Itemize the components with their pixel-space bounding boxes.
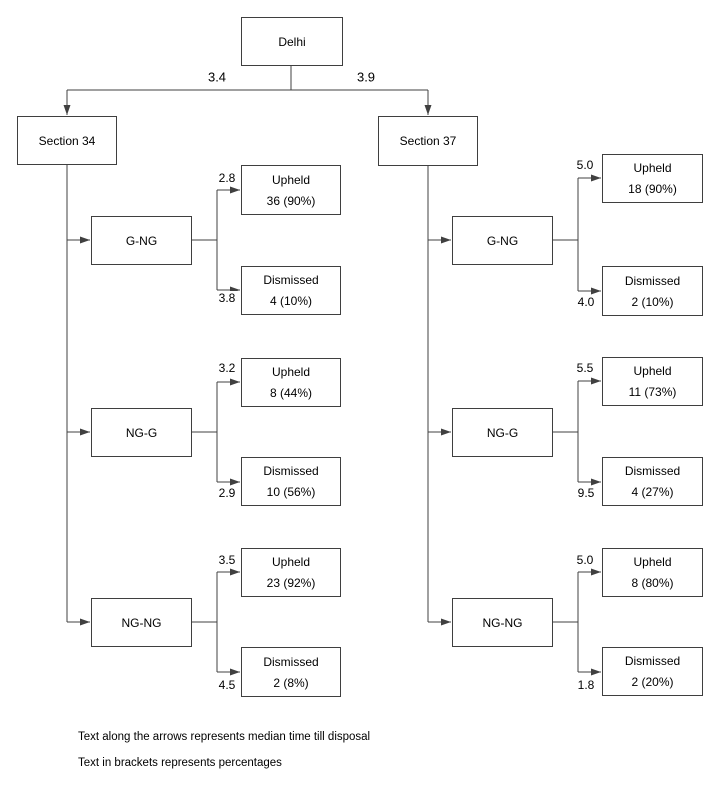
outcome-label: Dismissed bbox=[624, 654, 681, 669]
node-group-ng-g-s34: NG-G bbox=[91, 408, 192, 457]
outcome-label: Dismissed bbox=[263, 654, 319, 669]
outcome-value: 11 (73%) bbox=[628, 384, 677, 399]
outcome-value: 4 (27%) bbox=[631, 484, 674, 499]
edge-time-label: 3.8 bbox=[216, 291, 238, 305]
node-group-g-ng-s37: G-NG bbox=[452, 216, 553, 265]
outcome-value: 18 (90%) bbox=[628, 181, 677, 196]
outcome-label: Dismissed bbox=[263, 273, 319, 288]
edge-time-label: 1.8 bbox=[575, 678, 597, 692]
outcome-label: Upheld bbox=[633, 555, 672, 570]
node-group-ng-ng-s34: NG-NG bbox=[91, 598, 192, 647]
edge-time-label: 4.5 bbox=[216, 678, 238, 692]
outcome-label: Upheld bbox=[271, 555, 311, 570]
edge-time-label: 2.9 bbox=[216, 486, 238, 500]
outcome-value: 10 (56%) bbox=[266, 484, 316, 499]
node-dismissed-g-ng-s34: Dismissed 4 (10%) bbox=[241, 266, 341, 315]
outcome-value: 8 (44%) bbox=[269, 385, 313, 400]
outcome-value: 4 (10%) bbox=[269, 293, 313, 308]
outcome-label: Upheld bbox=[271, 365, 311, 380]
edge-time-label: 2.8 bbox=[216, 171, 238, 185]
outcome-value: 2 (20%) bbox=[631, 674, 674, 689]
outcome-value: 2 (10%) bbox=[631, 294, 674, 309]
node-dismissed-ng-ng-s34: Dismissed 2 (8%) bbox=[241, 647, 341, 697]
node-dismissed-ng-g-s37: Dismissed 4 (27%) bbox=[602, 457, 703, 506]
outcome-label: Dismissed bbox=[624, 273, 681, 288]
edge-time-label: 5.5 bbox=[574, 361, 596, 375]
edge-time-label: 5.0 bbox=[574, 158, 596, 172]
legend-note-times: Text along the arrows represents median … bbox=[78, 731, 371, 743]
edge-time-label: 5.0 bbox=[574, 553, 596, 567]
legend-note-percentages: Text in brackets represents percentages bbox=[78, 757, 282, 769]
connector-arrows bbox=[63, 90, 601, 676]
outcome-label: Upheld bbox=[633, 364, 672, 379]
outcome-label: Dismissed bbox=[263, 464, 319, 479]
edge-time-label-section-37: 3.9 bbox=[354, 69, 378, 85]
outcome-value: 23 (92%) bbox=[266, 575, 316, 590]
outcome-value: 36 (90%) bbox=[266, 193, 316, 208]
edge-time-label: 4.0 bbox=[575, 295, 597, 309]
node-dismissed-g-ng-s37: Dismissed 2 (10%) bbox=[602, 266, 703, 316]
node-upheld-ng-ng-s37: Upheld 8 (80%) bbox=[602, 548, 703, 597]
node-delhi: Delhi bbox=[241, 17, 343, 66]
node-dismissed-ng-ng-s37: Dismissed 2 (20%) bbox=[602, 647, 703, 696]
edge-time-label-section-34: 3.4 bbox=[205, 69, 229, 85]
outcome-value: 2 (8%) bbox=[273, 675, 309, 690]
edge-time-label: 3.2 bbox=[216, 361, 238, 375]
node-upheld-g-ng-s37: Upheld 18 (90%) bbox=[602, 154, 703, 203]
node-upheld-ng-ng-s34: Upheld 23 (92%) bbox=[241, 548, 341, 597]
node-group-ng-g-s37: NG-G bbox=[452, 408, 553, 457]
node-upheld-g-ng-s34: Upheld 36 (90%) bbox=[241, 165, 341, 215]
node-dismissed-ng-g-s34: Dismissed 10 (56%) bbox=[241, 457, 341, 506]
outcome-label: Dismissed bbox=[624, 464, 681, 479]
node-group-g-ng-s34: G-NG bbox=[91, 216, 192, 265]
edge-time-label: 9.5 bbox=[575, 486, 597, 500]
node-upheld-ng-g-s34: Upheld 8 (44%) bbox=[241, 358, 341, 407]
edge-time-label: 3.5 bbox=[216, 553, 238, 567]
connector-segments bbox=[66, 66, 579, 672]
outcome-label: Upheld bbox=[271, 172, 311, 187]
outcome-label: Upheld bbox=[633, 161, 672, 176]
node-upheld-ng-g-s37: Upheld 11 (73%) bbox=[602, 357, 703, 406]
node-group-ng-ng-s37: NG-NG bbox=[452, 598, 553, 647]
node-section-34: Section 34 bbox=[17, 116, 117, 165]
outcome-value: 8 (80%) bbox=[631, 575, 674, 590]
node-section-37: Section 37 bbox=[378, 116, 478, 166]
